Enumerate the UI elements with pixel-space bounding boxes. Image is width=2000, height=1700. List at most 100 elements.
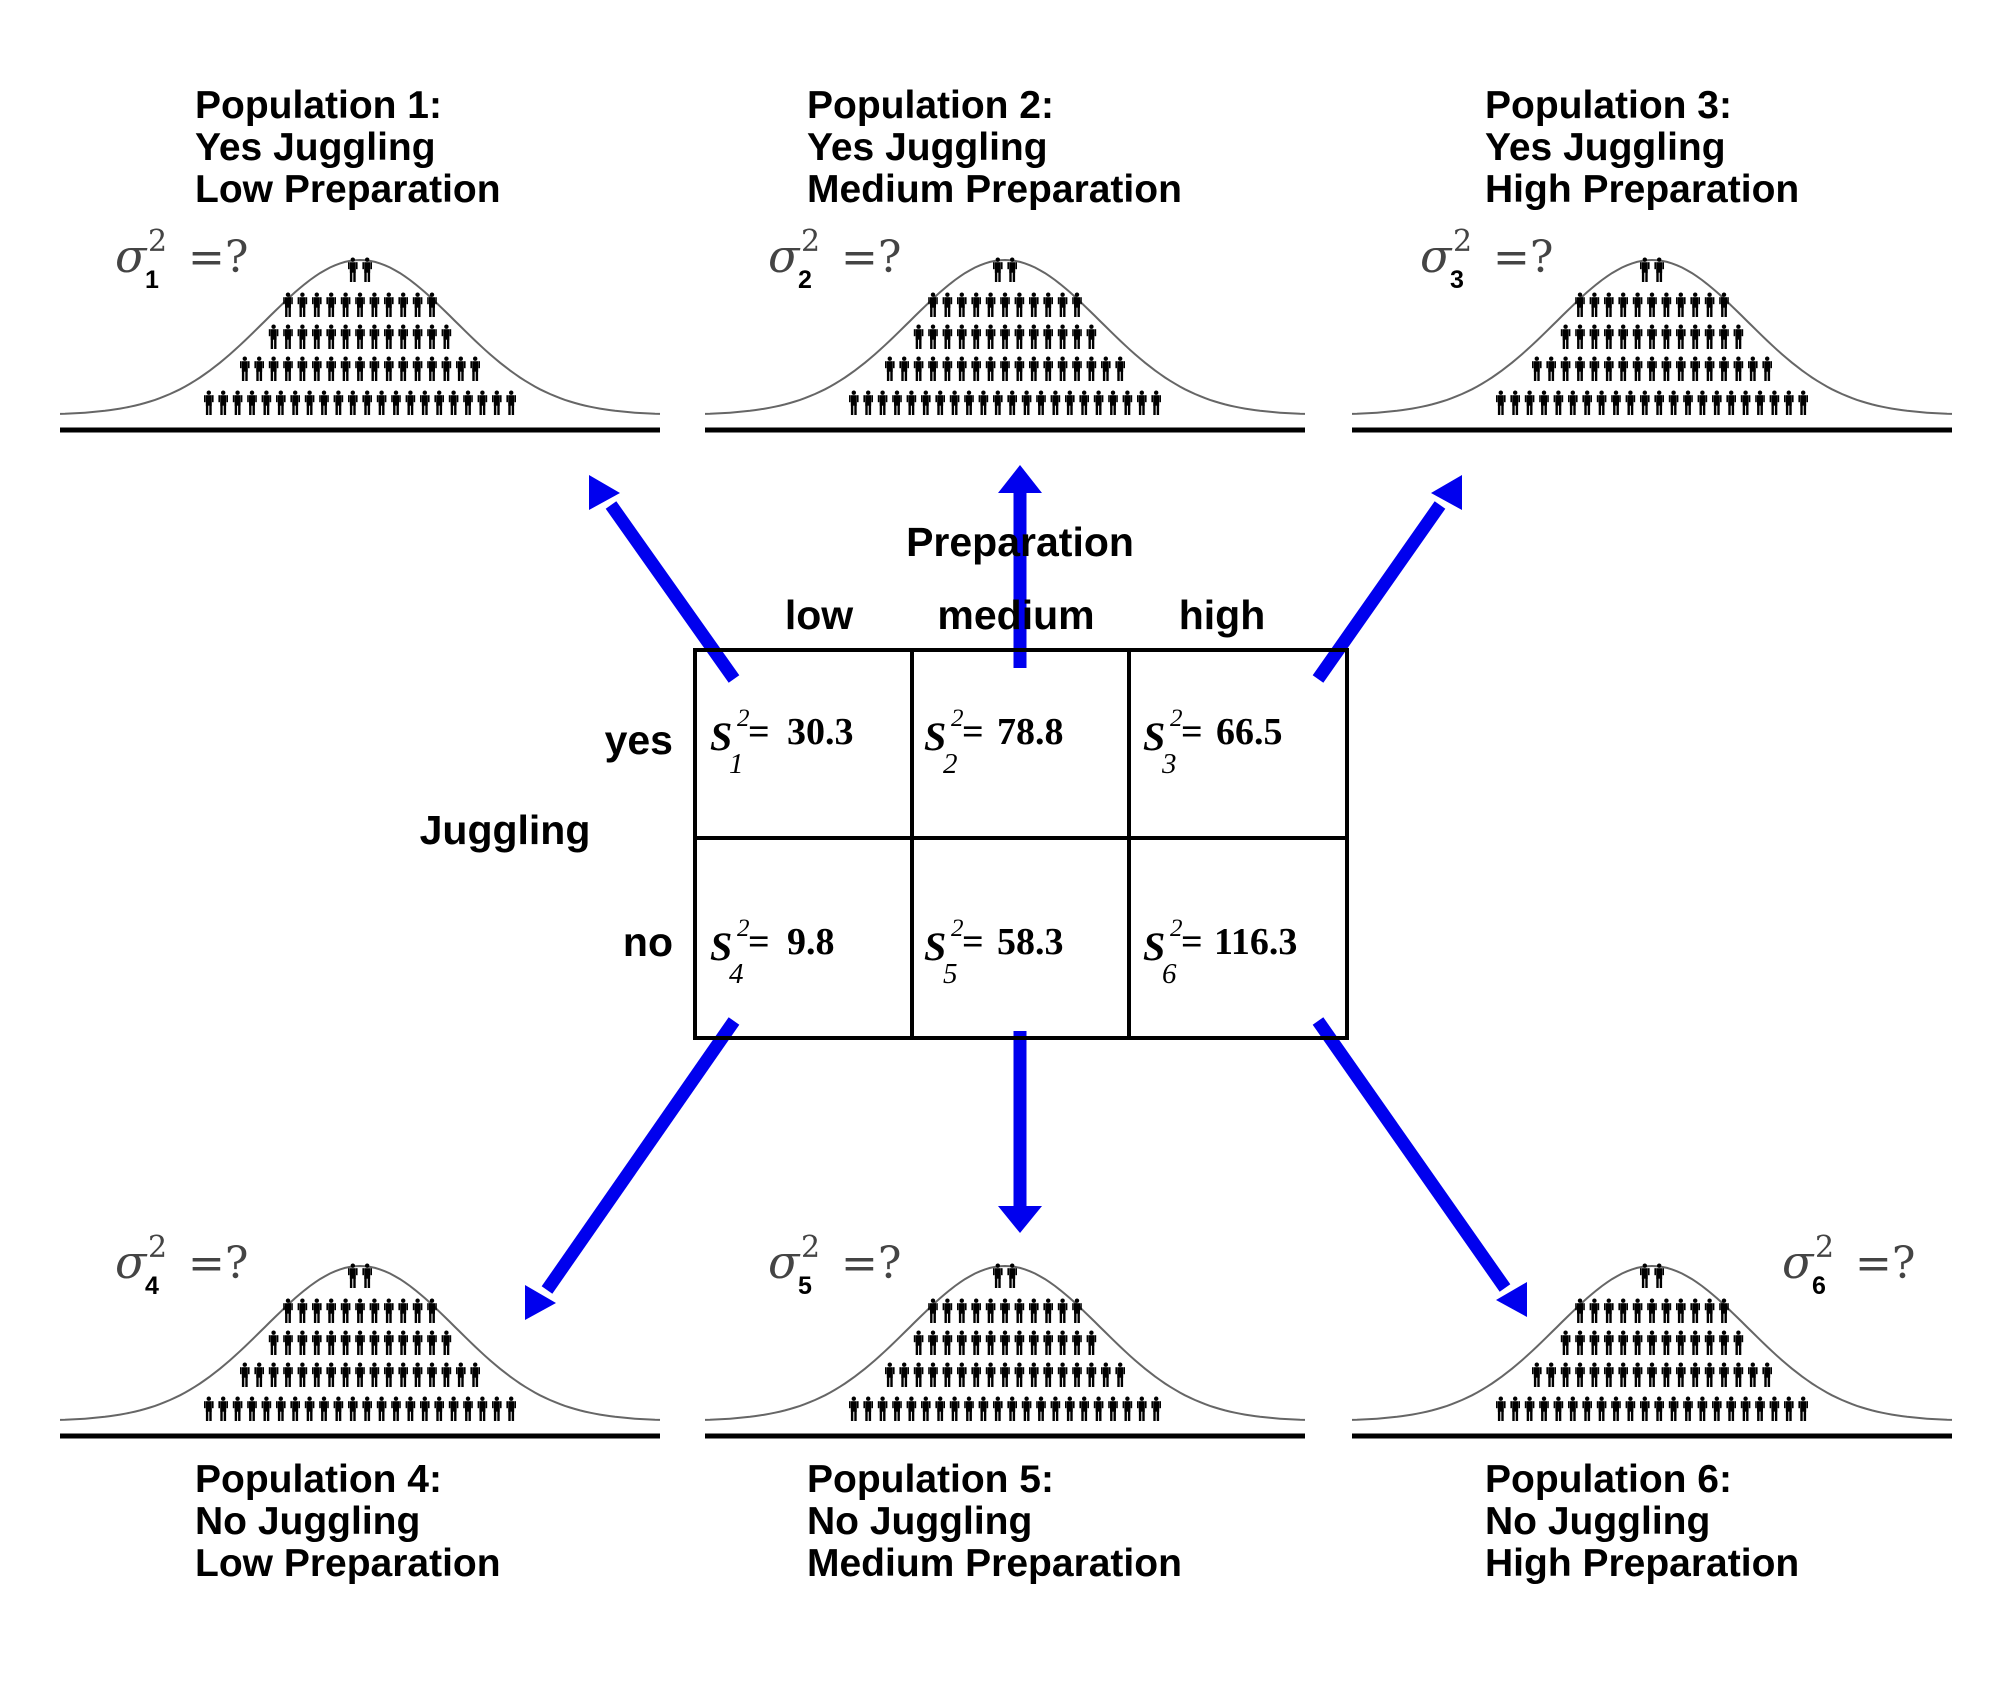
person-icon — [1640, 390, 1650, 415]
person-icon — [1560, 1330, 1571, 1355]
population-6-title: Population 6: No Juggling High Preparati… — [1485, 1458, 1799, 1585]
person-icon — [1618, 292, 1628, 317]
normal-curve — [59, 258, 661, 415]
population-6-distribution — [1351, 1263, 1953, 1439]
sigma-symbol: σ — [115, 1235, 148, 1289]
person-icon — [1093, 390, 1104, 415]
person-icon — [1726, 1396, 1736, 1421]
row-header-no: no — [623, 919, 673, 965]
person-icon — [312, 292, 322, 317]
cell-symbol: S — [710, 714, 732, 759]
cell-value: 66.5 — [1216, 711, 1283, 753]
person-icon — [1704, 356, 1715, 381]
population-4-distribution — [59, 1263, 661, 1439]
arrow-head — [998, 465, 1042, 493]
person-icon — [369, 1298, 380, 1323]
person-icon — [1151, 390, 1161, 415]
person-icon — [1625, 390, 1636, 415]
person-icon — [1798, 390, 1808, 415]
person-icon — [885, 1362, 895, 1387]
cell-equals: = — [962, 921, 984, 963]
person-icon — [290, 390, 300, 415]
person-icon — [1647, 1362, 1657, 1387]
person-icon — [1057, 1330, 1068, 1355]
person-icon — [1755, 1396, 1765, 1421]
cell-subscript: 4 — [729, 958, 744, 990]
person-icon — [355, 324, 365, 349]
cell-symbol: S — [1143, 924, 1165, 969]
sigma-subscript: 4 — [145, 1272, 159, 1300]
sigma-symbol: σ — [1782, 1235, 1815, 1289]
person-icon — [1014, 1330, 1025, 1355]
column-factor-label: Preparation — [906, 519, 1134, 565]
person-icon — [964, 1396, 974, 1421]
person-icon — [369, 356, 380, 381]
person-icon — [398, 292, 408, 317]
row-factor-label: Juggling — [420, 807, 591, 853]
person-icon — [1029, 324, 1039, 349]
person-icon — [957, 1330, 967, 1355]
person-icon — [1647, 1298, 1657, 1323]
sigma-unknown-label: =? — [1493, 232, 1553, 283]
person-icon — [1690, 1362, 1700, 1387]
person-icon — [957, 292, 967, 317]
person-icon — [1524, 1396, 1535, 1421]
person-icon — [1733, 324, 1744, 349]
person-icon — [348, 390, 358, 415]
person-icon — [1611, 1396, 1621, 1421]
person-icon — [1755, 390, 1765, 415]
person-icon — [240, 1362, 250, 1387]
person-icon — [1029, 356, 1039, 381]
population-1-distribution — [59, 257, 661, 433]
cell-value: 58.3 — [997, 921, 1064, 963]
person-icon — [204, 390, 214, 415]
sigma-exponent: 2 — [801, 224, 820, 259]
normal-curve — [1351, 1264, 1953, 1421]
person-icon — [1496, 390, 1506, 415]
person-icon — [1712, 390, 1722, 415]
person-icon — [978, 390, 989, 415]
person-icon — [340, 356, 351, 381]
person-icon — [1618, 356, 1628, 381]
person-icon — [1632, 1362, 1643, 1387]
person-icon — [412, 324, 423, 349]
cell-symbol: S — [924, 714, 946, 759]
person-icon — [268, 356, 279, 381]
person-icon — [971, 1298, 981, 1323]
person-icon — [1784, 1396, 1794, 1421]
person-icon — [1072, 324, 1082, 349]
person-icon — [1748, 1362, 1758, 1387]
person-icon — [268, 1330, 279, 1355]
person-icon — [340, 1298, 351, 1323]
person-icon — [906, 390, 917, 415]
person-icon — [957, 1298, 967, 1323]
person-icon — [1676, 1330, 1686, 1355]
person-icon — [1043, 1362, 1053, 1387]
person-icon — [1647, 292, 1657, 317]
arrows — [525, 465, 1527, 1320]
person-icon — [326, 292, 336, 317]
cell-value: 30.3 — [787, 711, 854, 753]
person-icon — [427, 324, 437, 349]
person-icon — [1618, 1362, 1628, 1387]
person-icon — [877, 390, 888, 415]
person-icon — [928, 1330, 938, 1355]
person-icon — [326, 324, 336, 349]
person-icon — [319, 1396, 329, 1421]
person-icon — [1065, 1396, 1075, 1421]
person-icon — [1560, 356, 1571, 381]
person-icon — [971, 292, 981, 317]
person-icon — [456, 1362, 466, 1387]
person-icon — [985, 1330, 996, 1355]
person-icon — [1065, 390, 1075, 415]
person-icon — [1000, 1298, 1010, 1323]
population-3-distribution — [1351, 257, 1953, 433]
person-icon — [913, 356, 924, 381]
cell-value: 78.8 — [997, 711, 1064, 753]
sigma-exponent: 2 — [1815, 1230, 1834, 1265]
person-icon — [1043, 292, 1053, 317]
person-icon — [384, 356, 394, 381]
sigma-symbol: σ — [115, 229, 148, 283]
person-icon — [1079, 390, 1089, 415]
person-icon — [1000, 1362, 1010, 1387]
